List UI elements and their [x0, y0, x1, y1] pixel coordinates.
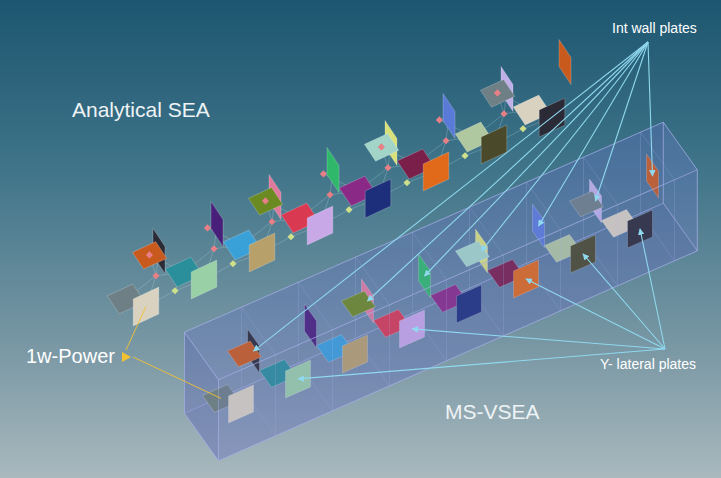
power-line: [133, 357, 221, 398]
plate: [364, 134, 398, 162]
junction-dot: [384, 164, 391, 171]
callout-label: Y- lateral plates: [600, 356, 696, 372]
junction-dot: [210, 245, 217, 252]
junction-dot: [204, 224, 211, 231]
junction-dot: [146, 251, 153, 258]
plate: [423, 152, 449, 191]
junction-dot: [378, 143, 385, 150]
box-face: [663, 122, 697, 251]
model-title: Analytical SEA: [72, 98, 210, 122]
plate: [211, 202, 223, 247]
plate: [327, 148, 339, 193]
leader-line: [583, 254, 665, 349]
source-label: 1w-Power: [26, 345, 115, 368]
plate: [443, 94, 455, 139]
junction-dot: [287, 233, 294, 240]
cell-divider: [641, 132, 675, 261]
junction-dot: [171, 287, 178, 294]
junction-dot: [152, 272, 159, 279]
junction-dot: [500, 110, 507, 117]
junction-dot: [320, 170, 327, 177]
plate: [307, 206, 333, 245]
leader-line: [254, 42, 649, 351]
callout-label: Int wall plates: [612, 20, 697, 36]
junction-dot: [326, 191, 333, 198]
plate: [480, 80, 514, 108]
junction-dot: [461, 152, 468, 159]
plate: [365, 179, 391, 218]
cell-divider: [527, 182, 561, 311]
cell-divider: [584, 157, 618, 286]
leader-line: [368, 42, 649, 301]
junction-dot: [436, 116, 443, 123]
leader-line: [425, 42, 649, 276]
leader-lines: [122, 42, 665, 398]
power-line: [126, 307, 146, 351]
cell-divider: [413, 232, 447, 361]
plate: [132, 242, 166, 270]
leader-line: [526, 279, 665, 349]
junction-dot: [494, 89, 501, 96]
plate: [481, 125, 507, 164]
plate: [248, 188, 282, 216]
model-title: MS-VSEA: [445, 400, 540, 424]
cell-divider: [356, 257, 390, 386]
plate: [249, 233, 275, 272]
cell-divider: [299, 282, 333, 411]
plate: [191, 260, 217, 299]
junction-dot: [262, 197, 269, 204]
plate: [559, 40, 571, 85]
leader-line: [539, 42, 649, 226]
junction-dot: [345, 206, 352, 213]
leader-line: [482, 42, 649, 251]
leader-line: [648, 42, 653, 176]
leader-line: [596, 42, 649, 201]
junction-dot: [442, 137, 449, 144]
leader-line: [412, 329, 665, 349]
box-face: [185, 122, 698, 380]
leader-line: [640, 229, 665, 349]
vsea-box-front: [185, 122, 698, 461]
junction-dot: [403, 179, 410, 186]
junction-dot: [519, 125, 526, 132]
power-source: [122, 352, 131, 362]
junction-dot: [229, 260, 236, 267]
cell-divider: [470, 207, 504, 336]
cell-divider: [242, 307, 276, 436]
vsea-box-back: [185, 122, 698, 461]
junction-dot: [268, 218, 275, 225]
